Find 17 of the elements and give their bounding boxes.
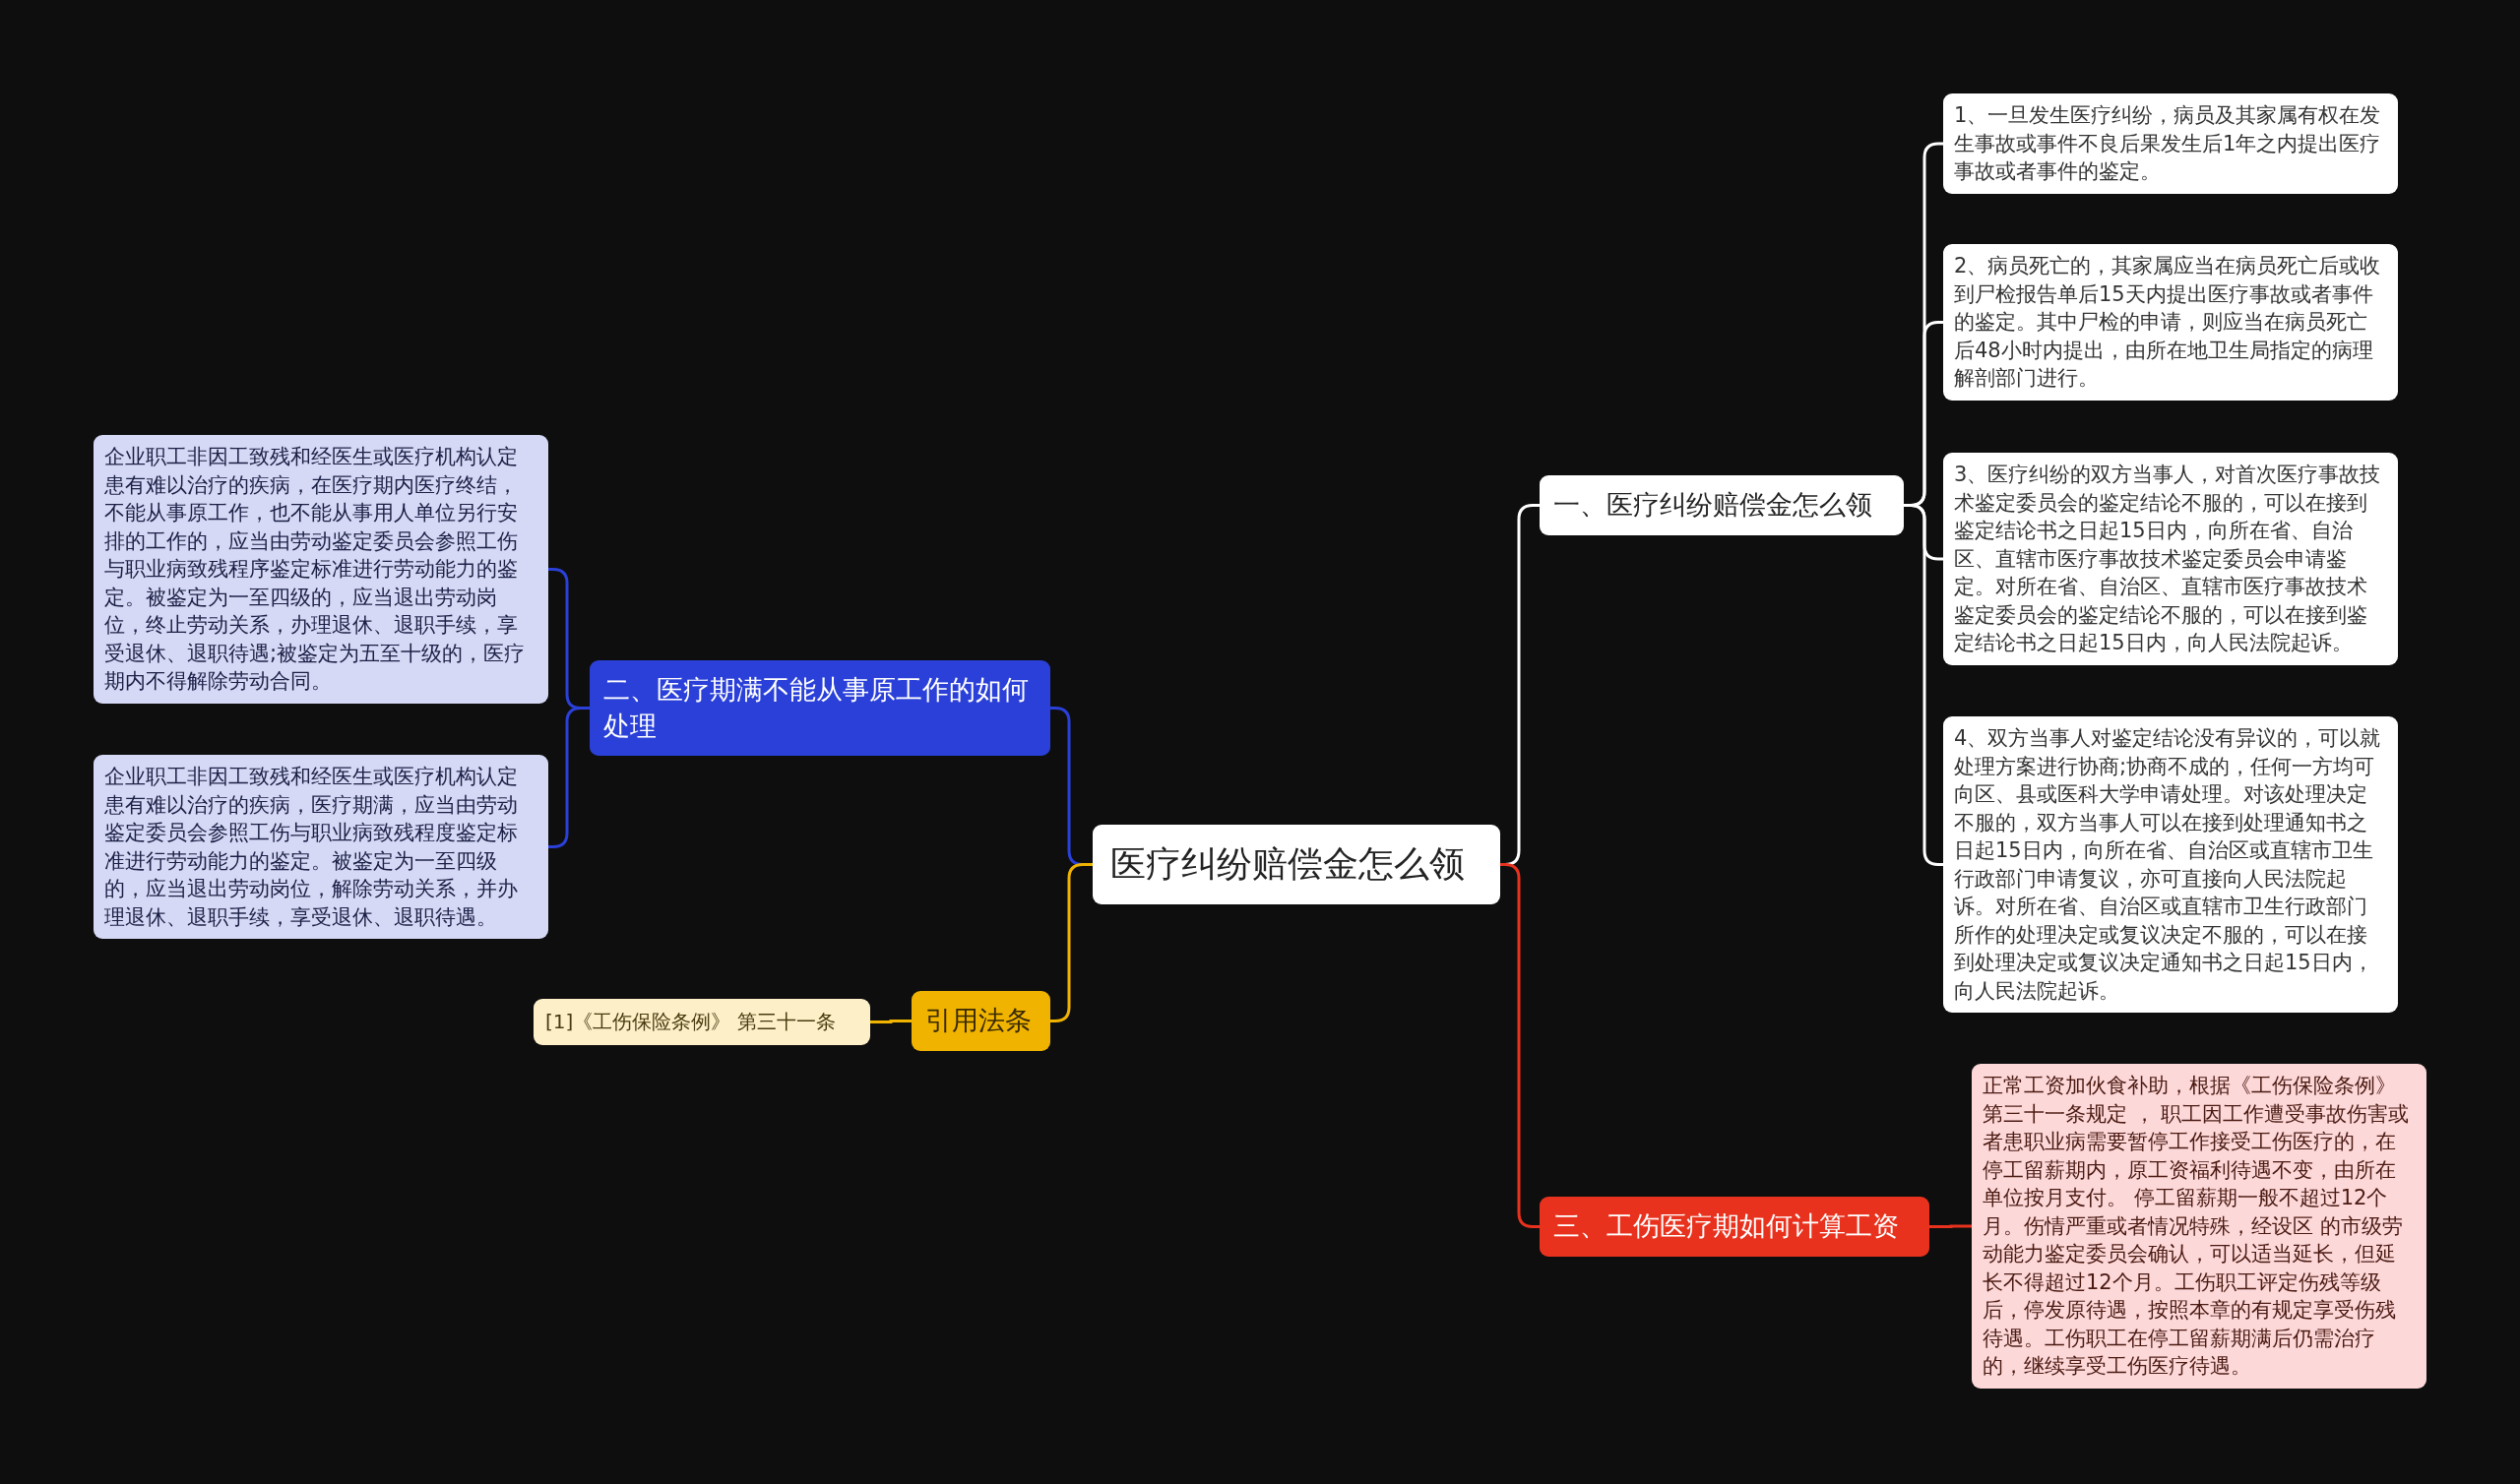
note-box: 正常工资加伙食补助，根据《工伤保险条例》第三十一条规定 ， 职工因工作遭受事故伤害或者患职业病需要暂停工作接受工伤医疗的，在停工留薪期内，原工资福利待遇不变，由所在单位按月支付。 停工留薪期一般不超过12个月。伤情严重或者情况特殊，经设区 的市级劳动能力鉴定委员会确认，可以适当延长，但延长不得超过12个月。工伤职工评定伤残等级后，停发原待遇，按照本章的有规定享受伤残待遇。工伤职工在停工留薪期满后仍需治疗的，继续享受工伤医疗待遇。 <box>1972 1064 2426 1389</box>
note-box: 2、病员死亡的，其家属应当在病员死亡后或收到尸检报告单后15天内提出医疗事故或者事件的鉴定。其中尸检的申请，则应当在病员死亡后48小时内提出，由所在地卫生局指定的病理解剖部门进行。 <box>1943 244 2398 401</box>
branch-box: 二、医疗期满不能从事原工作的如何处理 <box>590 660 1050 757</box>
connector-line <box>870 1020 912 1023</box>
note-box: 1、一旦发生医疗纠纷，病员及其家属有权在发生事故或事件不良后果发生后1年之内提出医疗事故或者事件的鉴定。 <box>1943 93 2398 194</box>
topic-box: 医疗纠纷赔偿金怎么领 <box>1093 825 1500 904</box>
branch-box: 引用法条 <box>912 991 1050 1051</box>
connector-line <box>1050 863 1093 1022</box>
branch-box: 三、工伤医疗期如何计算工资 <box>1540 1197 1929 1257</box>
connector-line <box>1929 1224 1972 1228</box>
branch-box: 一、医疗纠纷赔偿金怎么领 <box>1540 475 1904 535</box>
note-box: 4、双方当事人对鉴定结论没有异议的，可以就处理方案进行协商;协商不成的，任何一方均可向区、县或医科大学申请处理。对该处理决定不服的，双方当事人可以在接到处理通知书之日起15日内，向所在省、自治区或直辖市卫生行政部门申请复议，亦可直接向人民法院起诉。对所在省、自治区或直辖市卫生行政部门所作的处理决定或复议决定不服的，可以在接到处理决定或复议决定通知书之日起15日内，向人民法院起诉。 <box>1943 716 2398 1014</box>
note-box: 企业职工非因工致残和经医生或医疗机构认定患有难以治疗的疾病，在医疗期内医疗终结，不能从事原工作，也不能从事用人单位另行安排的工作的，应当由劳动鉴定委员会参照工伤与职业病致残程序鉴定标准进行劳动能力的鉴定。被鉴定为一至四级的，应当退出劳动岗位，终止劳动关系，办理退休、退职手续，享受退休、退职待遇;被鉴定为五至十级的，医疗期内不得解除劳动合同。 <box>94 435 548 704</box>
note-box: 3、医疗纠纷的双方当事人，对首次医疗事故技术鉴定委员会的鉴定结论不服的，可以在接到鉴定结论书之日起15日内，向所在省、自治区、直辖市医疗事故技术鉴定委员会申请鉴定。对所在省、自治区、直辖市医疗事故技术鉴定委员会的鉴定结论不服的，可以在接到鉴定结论书之日起15日内，向人民法院起诉。 <box>1943 453 2398 665</box>
citation-box: [1]《工伤保险条例》 第三十一条 <box>534 999 870 1046</box>
note-box: 企业职工非因工致残和经医生或医疗机构认定患有难以治疗的疾病，医疗期满，应当由劳动鉴定委员会参照工伤与职业病致残程度鉴定标准进行劳动能力的鉴定。被鉴定为一至四级的，应当退出劳动岗位，解除劳动关系，并办理退休、退职手续，享受退休、退职待遇。 <box>94 755 548 940</box>
connector-line <box>548 707 590 848</box>
